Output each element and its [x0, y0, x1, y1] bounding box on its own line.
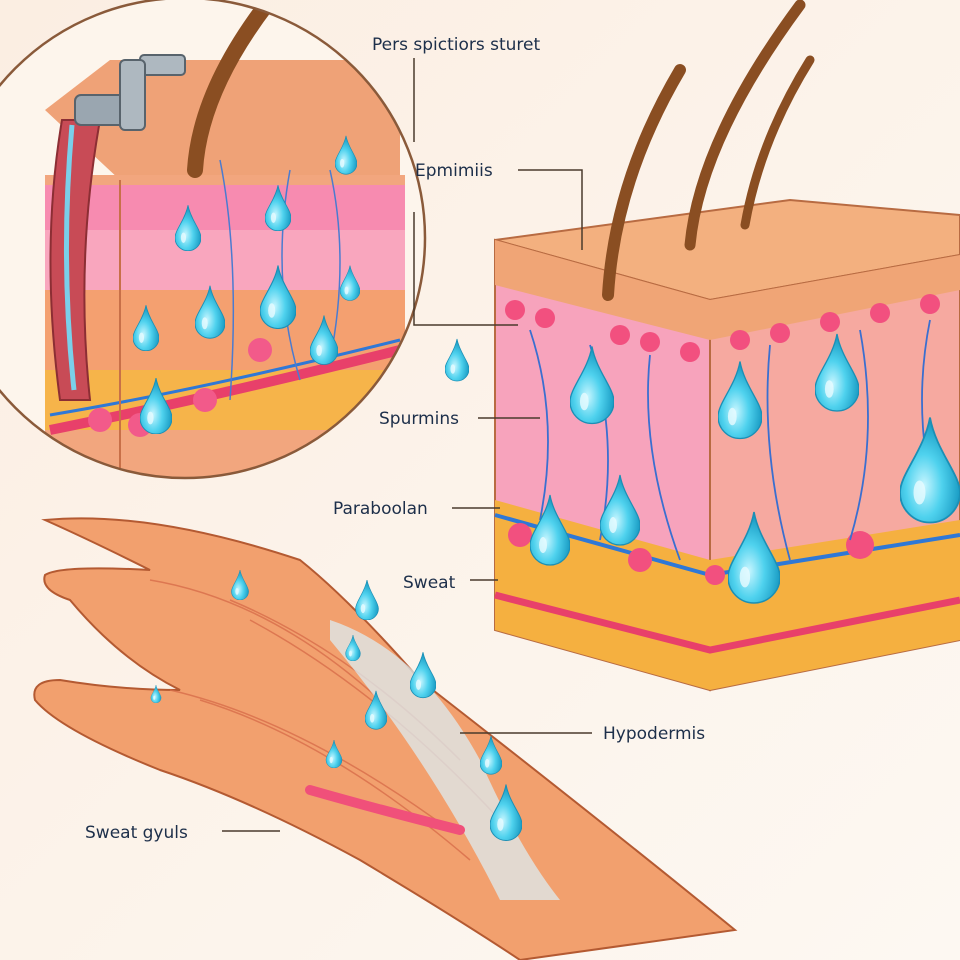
- label-spurmins: Spurmins: [379, 409, 459, 429]
- label-sweat-glands: Sweat gyuls: [85, 823, 188, 843]
- skin-cross-section: [445, 0, 960, 692]
- label-top: Pers spictiors sturet: [372, 35, 540, 55]
- label-epidermis: Epmimiis: [415, 161, 493, 181]
- leader-lines: [222, 58, 592, 832]
- label-sweat: Sweat: [403, 573, 456, 593]
- label-paraboolan: Paraboolan: [333, 499, 428, 519]
- label-hypodermis: Hypodermis: [603, 724, 705, 744]
- magnified-inset: [0, 0, 427, 480]
- hand-illustration: [33, 517, 738, 960]
